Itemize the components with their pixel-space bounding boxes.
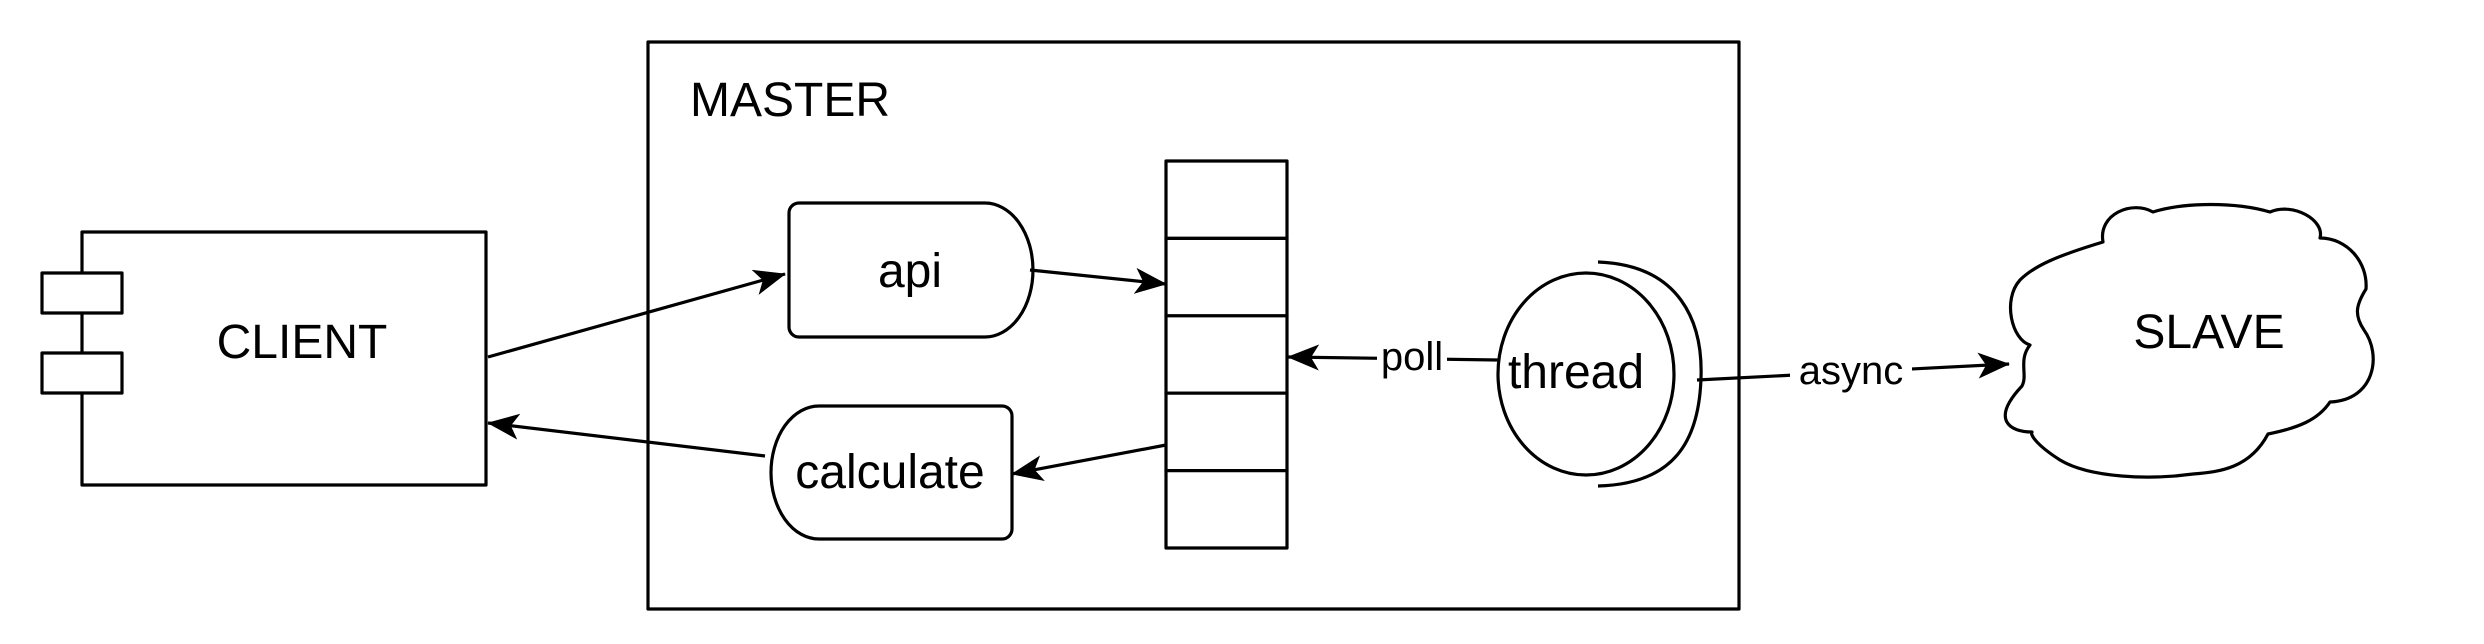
master-label: MASTER <box>690 74 890 127</box>
poll-label: poll <box>1381 335 1443 379</box>
thread-node: thread <box>1496 260 1703 488</box>
edge-client-to-api <box>487 269 786 359</box>
client-label: CLIENT <box>217 316 388 369</box>
queue-slot <box>1164 314 1289 395</box>
queue-slot <box>1164 236 1289 318</box>
edge-calculate-to-client <box>487 413 766 458</box>
queue-slot <box>1164 469 1289 550</box>
queue-slot <box>1164 159 1289 241</box>
async-label: async <box>1799 349 1904 393</box>
edge-api-to-queue <box>1029 267 1167 294</box>
calculate-node: calculate <box>769 404 1014 541</box>
thread-label: thread <box>1508 346 1644 399</box>
client-component: CLIENT <box>40 230 488 487</box>
queue-slot <box>1164 391 1289 473</box>
slave-cloud: SLAVE <box>2003 202 2375 479</box>
client-port-bottom <box>40 351 124 395</box>
api-node: api <box>787 201 1035 339</box>
client-port-top <box>40 271 124 315</box>
slave-label: SLAVE <box>2133 306 2284 359</box>
edge-thread-async-slave: async <box>1696 349 2010 396</box>
edge-thread-poll-queue: poll <box>1287 334 1499 379</box>
queue-stack <box>1164 159 1289 550</box>
calculate-label: calculate <box>795 446 984 499</box>
edge-queue-to-calculate <box>1011 443 1167 482</box>
api-label: api <box>878 245 942 298</box>
